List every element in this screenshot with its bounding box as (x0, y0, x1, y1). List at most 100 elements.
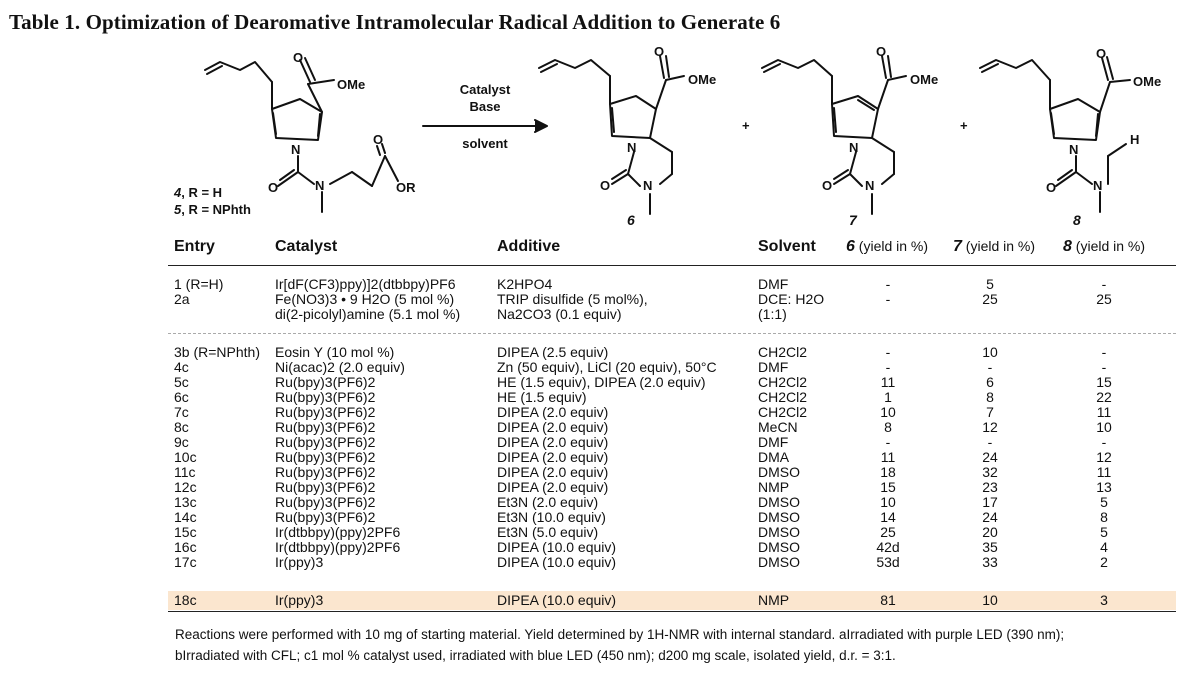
cell-entry: 10c (174, 449, 197, 465)
cell-catalyst: Ru(bpy)3(PF6)2 (275, 374, 376, 390)
atom-o-3: O (373, 132, 384, 147)
cell-additive: DIPEA (2.0 equiv) (497, 404, 609, 420)
cell-y6: 18 (880, 464, 896, 480)
cell-y7: 6 (986, 374, 994, 390)
cell-catalyst: Ru(bpy)3(PF6)2 (275, 389, 376, 405)
cell-catalyst: Eosin Y (10 mol %) (275, 344, 395, 360)
cell-y8: 2 (1100, 554, 1108, 570)
scheme-drawing (204, 55, 1131, 215)
atom-o-2: O (268, 180, 279, 195)
cell-y7: - (987, 359, 993, 375)
cell-y8: 13 (1096, 479, 1112, 495)
atom-ome-1: OMe (337, 77, 366, 92)
plus-sign-1: + (742, 118, 750, 133)
cell-additive: K2HPO4 (497, 276, 553, 292)
cell-solvent: CH2Cl2 (758, 389, 808, 405)
cell-solvent: NMP (758, 592, 790, 608)
cell-y6: - (885, 344, 891, 360)
cell-solvent: DMSO (758, 509, 800, 525)
cell-y6: - (885, 359, 891, 375)
reaction-scheme: OMe O N O N O OR OMe O N O N OMe O N O N… (0, 44, 1200, 234)
cell-entry: 14c (174, 509, 197, 525)
cell-solvent: DCE: H2O (758, 291, 825, 307)
header-entry: Entry (174, 238, 215, 255)
atom-ome-6: OMe (688, 72, 717, 87)
cell-additive: Et3N (2.0 equiv) (497, 494, 599, 510)
cell-entry: 16c (174, 539, 197, 555)
atom-n-8b: N (1093, 178, 1103, 193)
cell-y6: - (885, 434, 891, 450)
cell-solvent: DMA (758, 449, 790, 465)
cell-solvent: DMF (758, 276, 789, 292)
atom-o-7a: O (876, 44, 887, 59)
cell-y8: - (1101, 276, 1107, 292)
product-label-6: 6 (627, 212, 635, 228)
starting-material-structure (204, 57, 399, 213)
cell-y8: - (1101, 344, 1107, 360)
atom-n-7a: N (849, 140, 859, 155)
cell-catalyst: Ni(acac)2 (2.0 equiv) (275, 359, 405, 375)
cell-entry: 12c (174, 479, 197, 495)
header-yield-7: 7 (yield in %) (953, 238, 1036, 255)
cell-catalyst: Ir(ppy)3 (275, 554, 324, 570)
cell-y6: 53d (876, 554, 900, 570)
plus-sign-2: + (960, 118, 968, 133)
cell-y6: 1 (884, 389, 892, 405)
table-rule-bottom (168, 611, 1176, 612)
start-label-4: 4, R = H (174, 185, 223, 200)
cell-y7: 32 (982, 464, 998, 480)
cell-catalyst: Ir(dtbbpy)(ppy)2PF6 (275, 539, 401, 555)
cell-catalyst: Ru(bpy)3(PF6)2 (275, 419, 376, 435)
header-yield-8: 8 (yield in %) (1063, 238, 1146, 255)
cell-y7: 7 (986, 404, 994, 420)
cell-y8: 11 (1096, 404, 1112, 420)
cell-y8: - (1101, 359, 1107, 375)
product-label-7: 7 (849, 212, 857, 228)
header-additive: Additive (497, 238, 561, 255)
table-row: 3b (R=NPhth)Eosin Y (10 mol %)DIPEA (2.5… (0, 345, 1200, 360)
cell-entry: 7c (174, 404, 189, 420)
cell-y6: 11 (880, 374, 896, 390)
cell-solvent: DMSO (758, 524, 800, 540)
cell-y8: 10 (1096, 419, 1112, 435)
cell-y6: 11 (880, 449, 896, 465)
cell-entry: 18c (174, 592, 197, 608)
atom-h-8: H (1130, 132, 1140, 147)
table-row: di(2-picolyl)amine (5.1 mol %)Na2CO3 (0.… (0, 307, 1200, 322)
cell-y6: 25 (880, 524, 896, 540)
table-rule-dashed (168, 333, 1176, 334)
cell-y7: 10 (982, 344, 998, 360)
atom-n-2: N (315, 178, 325, 193)
atom-o-6a: O (654, 44, 665, 59)
cell-y6: 10 (880, 404, 896, 420)
cell-solvent: CH2Cl2 (758, 374, 808, 390)
cell-y7: - (987, 434, 993, 450)
cell-y7: 17 (982, 494, 998, 510)
cell-y8: - (1101, 434, 1107, 450)
cell-additive: DIPEA (2.0 equiv) (497, 434, 609, 450)
cell-catalyst: Ru(bpy)3(PF6)2 (275, 509, 376, 525)
atom-o-6b: O (600, 178, 611, 193)
cell-catalyst: Ru(bpy)3(PF6)2 (275, 449, 376, 465)
cell-catalyst: Ir[dF(CF3)ppy)]2(dtbbpy)PF6 (275, 276, 456, 292)
header-solvent: Solvent (758, 238, 816, 255)
cell-entry: 6c (174, 389, 189, 405)
cell-entry: 9c (174, 434, 189, 450)
cell-y7: 23 (982, 479, 998, 495)
cell-entry: 8c (174, 419, 189, 435)
cell-additive: DIPEA (2.5 equiv) (497, 344, 609, 360)
start-label-5: 5, R = NPhth (174, 202, 251, 217)
cell-y6: 14 (880, 509, 896, 525)
cell-solvent: DMSO (758, 494, 800, 510)
cell-y7: 25 (982, 291, 998, 307)
condition-catalyst: Catalyst (459, 82, 511, 97)
